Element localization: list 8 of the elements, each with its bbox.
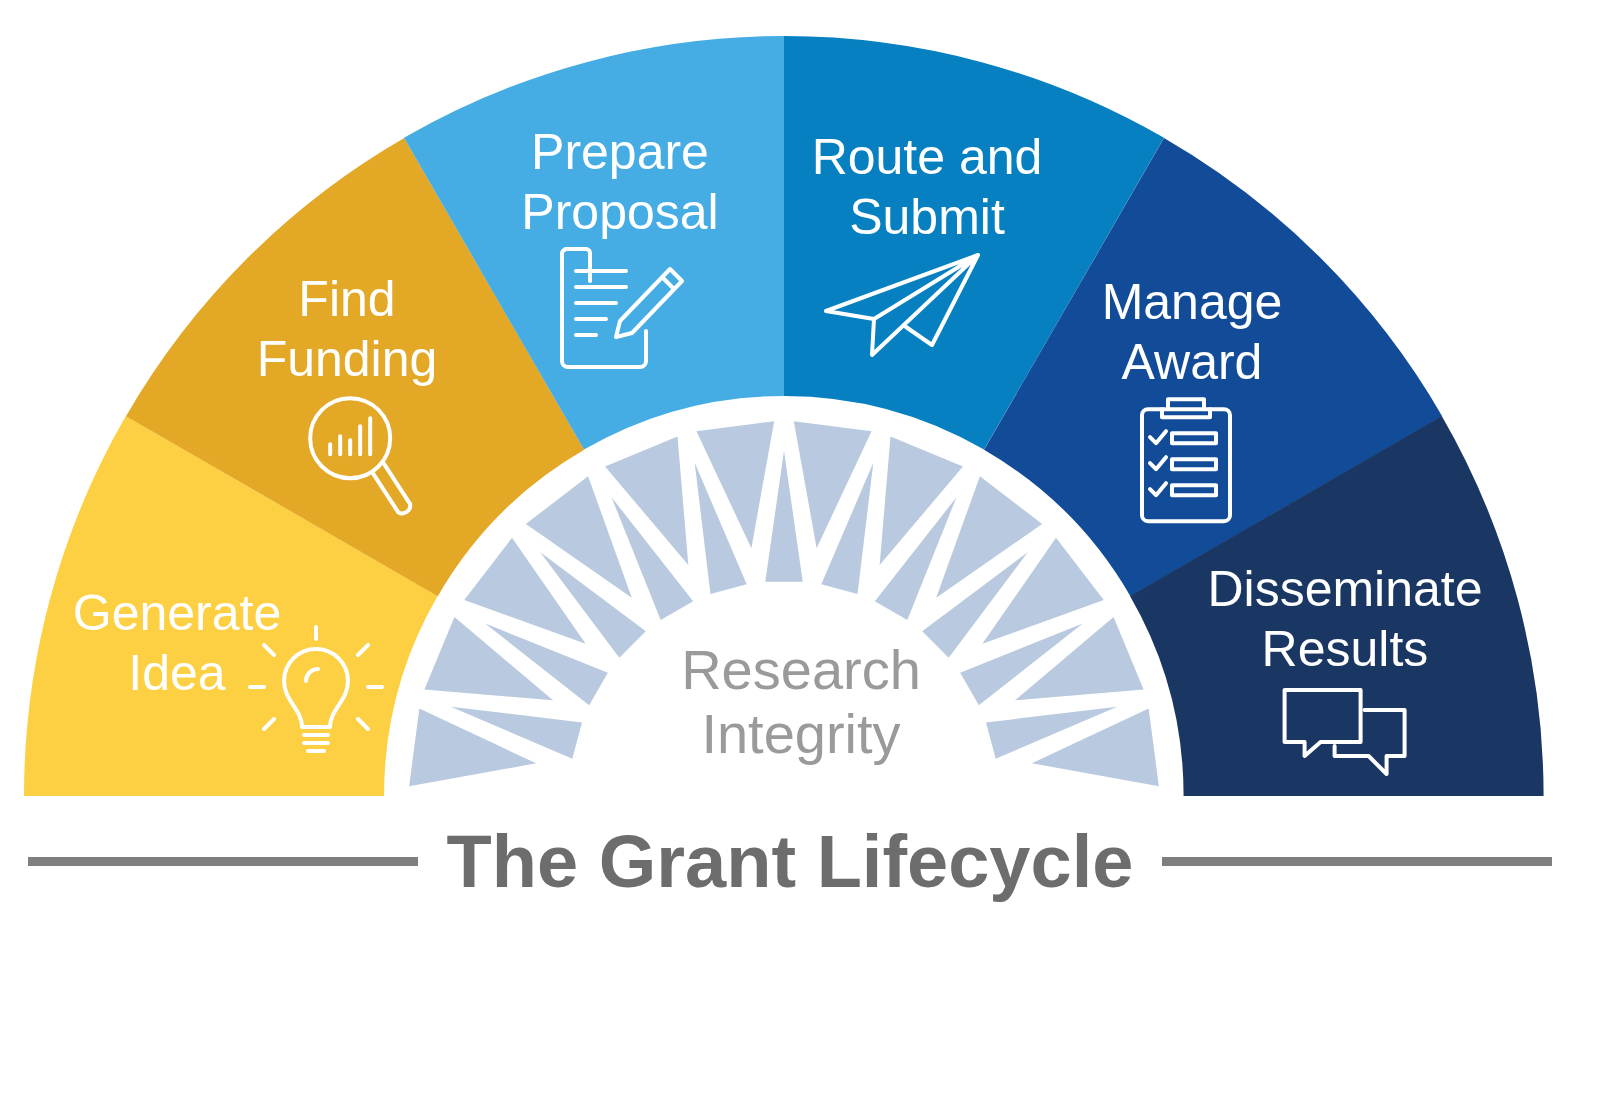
segment-label: Disseminate Results: [1206, 560, 1484, 679]
segment-label: Route and Submit: [810, 128, 1044, 247]
segment-label: Find Funding: [255, 270, 439, 389]
center-label: Research Integrity: [680, 638, 922, 766]
segment-label: Prepare Proposal: [520, 123, 720, 242]
segment-label: Generate Idea: [71, 584, 283, 703]
segment-label: Manage Award: [1100, 273, 1284, 392]
title: The Grant Lifecycle: [446, 820, 1134, 904]
